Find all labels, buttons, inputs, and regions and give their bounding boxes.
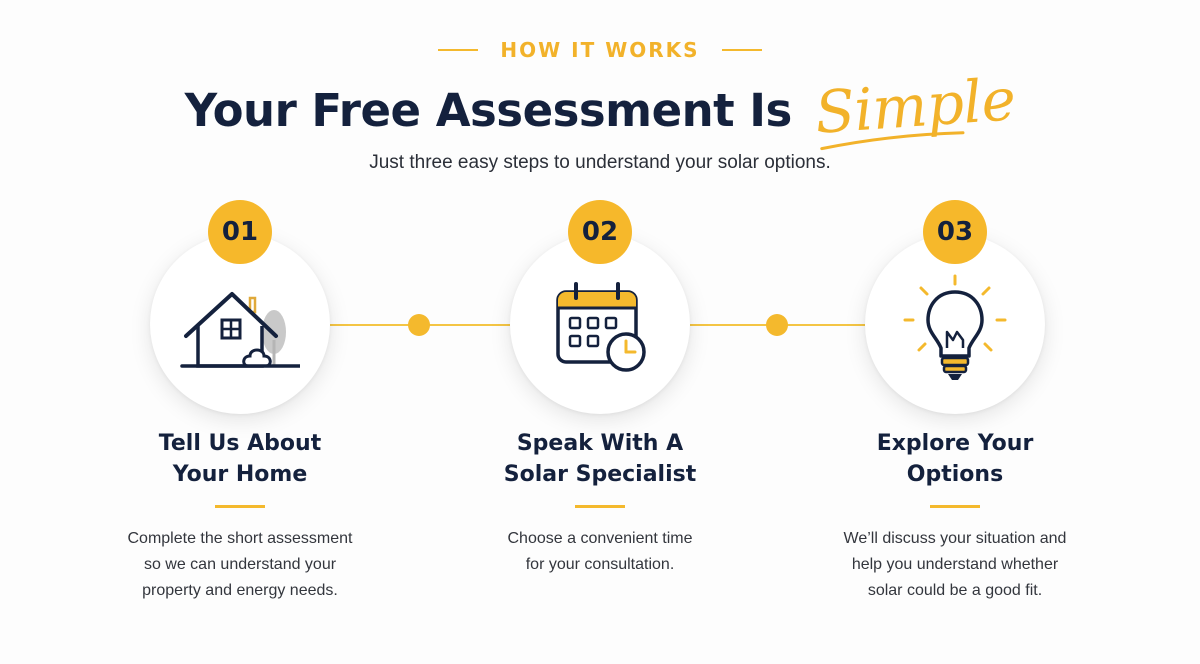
page-title-text: Your Free Assessment Is bbox=[184, 84, 793, 137]
step-description-line: property and energy needs. bbox=[142, 582, 338, 599]
step-description-line: so we can understand your bbox=[143, 556, 337, 573]
calendar-clock-icon bbox=[556, 282, 646, 372]
step-title-line: Tell Us About bbox=[158, 431, 322, 456]
eyebrow-rule-right bbox=[721, 49, 762, 51]
step-title-line: Your Home bbox=[172, 462, 308, 487]
eyebrow-rule-left bbox=[438, 49, 479, 51]
step-number-badge: 02 bbox=[568, 200, 632, 264]
step-number-badge: 01 bbox=[208, 200, 272, 264]
step-title: Tell Us About Your Home bbox=[100, 428, 380, 490]
step-description-line: Complete the short assessment bbox=[127, 530, 353, 547]
step-title: Speak With A Solar Specialist bbox=[460, 428, 740, 490]
step-title-line: Explore Your bbox=[876, 431, 1034, 456]
page-title-accent: Simple bbox=[813, 65, 1017, 151]
eyebrow-label: HOW IT WORKS bbox=[500, 38, 700, 62]
step-description-line: Choose a convenient time bbox=[507, 530, 693, 547]
page-title: Your Free Assessment Is Simple bbox=[0, 65, 1200, 151]
step-title-line: Solar Specialist bbox=[503, 462, 697, 487]
step-title-underline bbox=[930, 505, 980, 508]
step-title: Explore Your Options bbox=[815, 428, 1095, 490]
eyebrow: HOW IT WORKS bbox=[0, 38, 1200, 62]
swoosh-underline bbox=[820, 131, 965, 151]
step-description-line: for your consultation. bbox=[525, 556, 675, 573]
connector-dot-2 bbox=[766, 314, 788, 336]
step-description: Choose a convenient time for your consul… bbox=[460, 526, 740, 578]
connector-dot-1 bbox=[408, 314, 430, 336]
step-number-badge: 03 bbox=[923, 200, 987, 264]
step-description: Complete the short assessment so we can … bbox=[100, 526, 380, 604]
step-description-line: We’ll discuss your situation and bbox=[843, 530, 1067, 547]
step-title-underline bbox=[575, 505, 625, 508]
step-title-underline bbox=[215, 505, 265, 508]
step-title-line: Speak With A bbox=[516, 431, 684, 456]
step-description-line: help you understand whether bbox=[851, 556, 1059, 573]
lightbulb-icon bbox=[903, 274, 1007, 380]
step-title-line: Options bbox=[906, 462, 1004, 487]
page-subtitle: Just three easy steps to understand your… bbox=[369, 152, 831, 173]
house-icon bbox=[180, 292, 300, 368]
step-description: We’ll discuss your situation and help yo… bbox=[815, 526, 1095, 604]
step-description-line: solar could be a good fit. bbox=[867, 582, 1043, 599]
